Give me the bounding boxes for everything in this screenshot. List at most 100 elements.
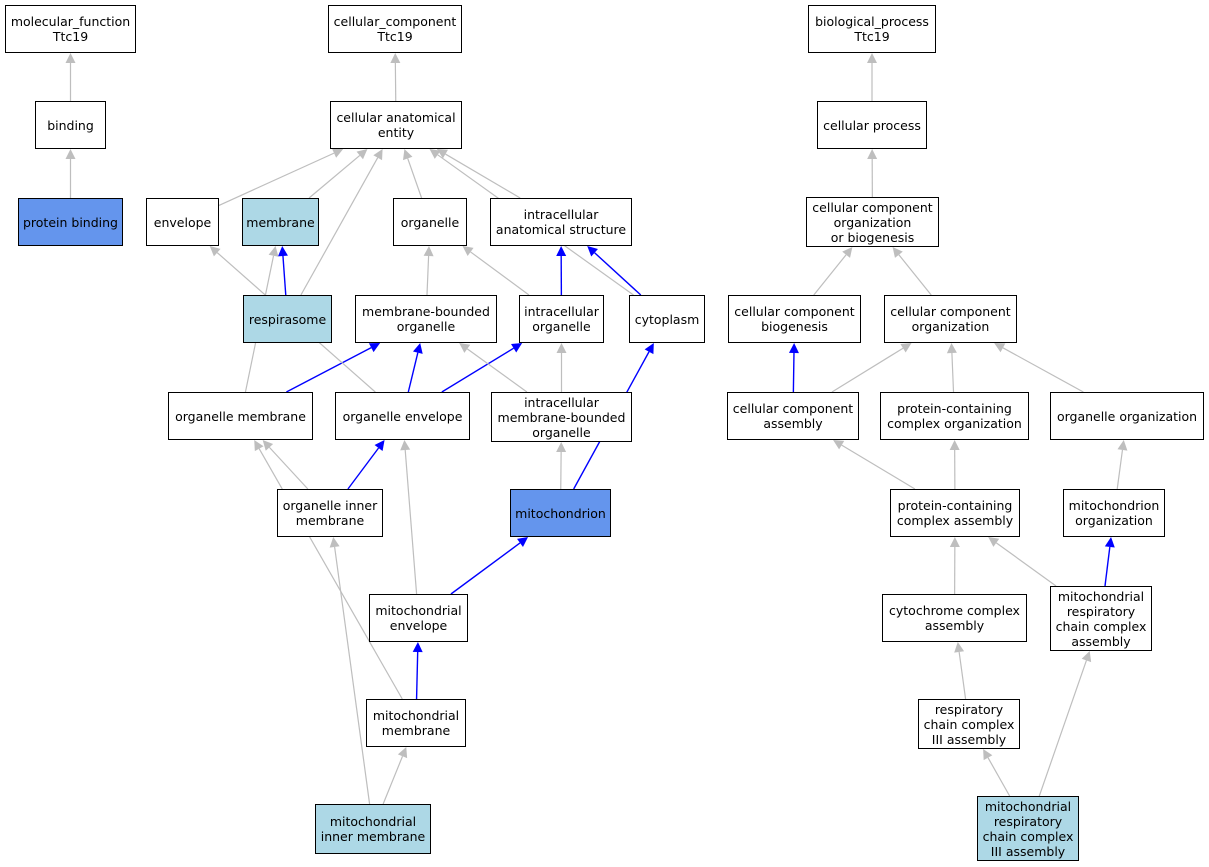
arrowhead-intracellular_organelle-to-organelle [462, 246, 474, 256]
node-mitochondrion[interactable]: mitochondrion [510, 489, 611, 537]
node-membrane[interactable]: membrane [242, 198, 319, 246]
edge-is_a-membrane-to-cellular_anatomical_entity [308, 154, 361, 199]
arrowhead-membrane-to-cellular_anatomical_entity [356, 149, 368, 160]
node-mitochondrion-organization[interactable]: mitochondrion organization [1063, 489, 1165, 537]
node-respiratory-chain-complex-iii-assembly[interactable]: respiratory chain complex III assembly [918, 699, 1020, 749]
node-cellular-anatomical-entity[interactable]: cellular anatomical entity [330, 101, 462, 149]
node-cytoplasm[interactable]: cytoplasm [629, 295, 705, 343]
arrowhead-ccob-to-cellular_process [867, 149, 878, 160]
node-cellular-process[interactable]: cellular process [817, 101, 927, 149]
node-intracellular-anatomical-structure[interactable]: intracellular anatomical structure [490, 198, 632, 246]
edge-part_of-mrcc_assembly-to-mito_organization [1104, 546, 1111, 587]
node-cellular-component-organization[interactable]: cellular component organization [884, 295, 1017, 343]
node-organelle-envelope[interactable]: organelle envelope [335, 392, 470, 440]
edge-is_a-mito_organization-to-organelle_organization [1116, 449, 1124, 490]
edge-is_a-pc_assembly-to-cc_assembly [841, 444, 916, 490]
arrowhead-organelle_organization-to-cc_organization [994, 343, 1006, 353]
edge-part_of-cc_assembly-to-cc_biogenesis [792, 352, 795, 393]
edge-is_a-mitochondrial_inner_membrane-to-organelle_inner_membrane [334, 546, 371, 805]
node-mitochondrial-inner-membrane[interactable]: mitochondrial inner membrane [315, 804, 431, 854]
edge-part_of-mitochondrial_envelope-to-mitochondrion [450, 542, 521, 595]
node-mitochondrial-envelope[interactable]: mitochondrial envelope [369, 594, 468, 642]
arrowhead-cc_assembly-to-cc_organization [900, 343, 912, 353]
arrowhead-organelle_membrane-to-membrane_bounded_organelle [368, 343, 381, 353]
arrowhead-cyt_complex_assembly-to-pc_assembly [949, 537, 960, 548]
arrowhead-pc_assembly-to-pc_organization [949, 440, 960, 451]
edge-part_of-respirasome-to-membrane [282, 255, 287, 296]
arrowhead-cc_biogenesis-to-ccob [842, 247, 853, 258]
node-cellular-component-organization-or-biogenesis[interactable]: cellular component organization or bioge… [806, 197, 939, 247]
arrowhead-mrcc3_assembly-to-mrcc_assembly [1081, 651, 1092, 663]
arrowhead-mitochondrial_inner_membrane-to-mitochondrial_membrane [397, 747, 408, 759]
arrowhead-protein_binding-to-binding [65, 149, 76, 159]
arrowhead-envelope-to-cellular_anatomical_entity [332, 148, 344, 158]
node-organelle[interactable]: organelle [393, 198, 467, 246]
arrowhead-mitochondrion-to-cytoplasm [644, 343, 654, 355]
node-molecular-function-root[interactable]: molecular_function Ttc19 [5, 5, 136, 53]
arrowhead-pc_assembly-to-cc_assembly [833, 440, 845, 450]
edge-is_a-organelle_inner_membrane-to-organelle_membrane [268, 446, 309, 490]
edge-part_of-cytoplasm-to-intracellular_anatomical_structure [594, 252, 642, 296]
arrowhead-mrcc_assembly-to-mito_organization [1104, 537, 1115, 548]
edge-is_a-respirasome-to-cellular_anatomical_entity [300, 157, 379, 296]
edge-is_a-intracellular_organelle-to-organelle [470, 251, 530, 296]
arrowhead-respirasome-to-membrane [277, 246, 288, 257]
arrowhead-mito_organization-to-organelle_organization [1117, 440, 1128, 451]
node-intracellular-membrane-bounded-organelle[interactable]: intracellular membrane-bounded organelle [491, 392, 632, 442]
node-protein-containing-complex-organization[interactable]: protein-containing complex organization [880, 392, 1029, 440]
edge-is_a-organelle_organization-to-cc_organization [1002, 347, 1084, 393]
arrowhead-cellular_process-to-bp_root [867, 53, 877, 63]
arrowhead-organelle_envelope-to-envelope [209, 246, 221, 257]
node-membrane-bounded-organelle[interactable]: membrane-bounded organelle [355, 295, 497, 343]
arrowhead-mitochondrial_inner_membrane-to-organelle_inner_membrane [329, 537, 340, 548]
edge-is_a-cc_biogenesis-to-ccob [813, 254, 847, 296]
node-mitochondrial-respiratory-chain-complex-assembly[interactable]: mitochondrial respiratory chain complex … [1050, 586, 1152, 651]
edge-is_a-cc_assembly-to-cc_organization [831, 347, 904, 393]
arrowhead-respirasome-to-cellular_anatomical_entity [373, 149, 383, 161]
edge-is_a-mitochondrial_inner_membrane-to-mitochondrial_membrane [382, 756, 404, 805]
edge-is_a-mitochondrial_membrane-to-organelle_membrane [258, 448, 403, 700]
arrowhead-organelle-to-cellular_anatomical_entity [403, 149, 413, 161]
node-intracellular-organelle[interactable]: intracellular organelle [519, 295, 604, 343]
node-organelle-inner-membrane[interactable]: organelle inner membrane [277, 489, 383, 537]
edge-is_a-intracellular_mbo-to-membrane_bounded_organelle [466, 348, 528, 393]
edge-is_a-cc_organization-to-ccob [898, 254, 932, 296]
node-cellular-component-assembly[interactable]: cellular component assembly [727, 392, 859, 440]
edge-is_a-membrane_bounded_organelle-to-organelle [426, 255, 430, 296]
arrowhead-intracellular_mbo-to-membrane_bounded_organelle [459, 343, 471, 353]
arrowhead-intracellular_anatomical_structure-to-cellular_anatomical_entity [436, 149, 448, 159]
arrowhead-organelle_envelope-to-intracellular_organelle [511, 343, 523, 353]
edge-is_a-rcc3_assembly-to-cyt_complex_assembly [958, 651, 967, 700]
edge-part_of-organelle_envelope-to-membrane_bounded_organelle [407, 352, 419, 393]
edge-part_of-organelle_envelope-to-intracellular_organelle [441, 347, 514, 393]
node-envelope[interactable]: envelope [146, 198, 219, 246]
edge-part_of-organelle_inner_membrane-to-organelle_envelope [347, 447, 380, 490]
node-organelle-organization[interactable]: organelle organization [1050, 392, 1204, 440]
node-mitochondrial-respiratory-chain-complex-iii-assembly[interactable]: mitochondrial respiratory chain complex … [977, 796, 1079, 861]
arrowhead-mitochondrial_envelope-to-mitochondrion [517, 537, 529, 547]
edge-part_of-mitochondrial_membrane-to-mitochondrial_envelope [415, 651, 419, 700]
node-cellular-component-biogenesis[interactable]: cellular component biogenesis [728, 295, 861, 343]
node-protein-containing-complex-assembly[interactable]: protein-containing complex assembly [890, 489, 1020, 537]
node-respirasome[interactable]: respirasome [243, 295, 332, 343]
node-biological-process-root[interactable]: biological_process Ttc19 [808, 5, 936, 53]
arrowhead-organelle_inner_membrane-to-organelle_envelope [374, 440, 385, 452]
node-organelle-membrane[interactable]: organelle membrane [168, 392, 313, 440]
arrowhead-cytoplasm-to-cellular_anatomical_entity [429, 149, 441, 159]
node-cellular-component-root[interactable]: cellular_component Ttc19 [328, 5, 462, 53]
arrowhead-cc_organization-to-ccob [892, 247, 903, 258]
edge-is_a-mrcc3_assembly-to-rcc3_assembly [987, 757, 1011, 797]
arrowhead-mitochondrial_membrane-to-mitochondrial_envelope [412, 642, 423, 653]
arrowhead-membrane_bounded_organelle-to-organelle [423, 246, 434, 257]
arrowhead-cytoplasm-to-intracellular_anatomical_structure [587, 246, 598, 257]
arrowhead-rcc3_assembly-to-cyt_complex_assembly [954, 642, 965, 653]
node-protein-binding[interactable]: protein binding [18, 198, 123, 246]
node-cytochrome-complex-assembly[interactable]: cytochrome complex assembly [882, 594, 1027, 642]
node-mitochondrial-membrane[interactable]: mitochondrial membrane [366, 699, 466, 747]
arrowhead-organelle_inner_membrane-to-organelle_membrane [262, 440, 274, 451]
arrowhead-mitochondrial_membrane-to-organelle_membrane [254, 440, 264, 452]
arrowhead-cellular_anatomical_entity-to-cc_root [390, 53, 401, 64]
arrowhead-organelle_envelope-to-membrane_bounded_organelle [412, 343, 423, 354]
node-binding[interactable]: binding [35, 101, 106, 149]
